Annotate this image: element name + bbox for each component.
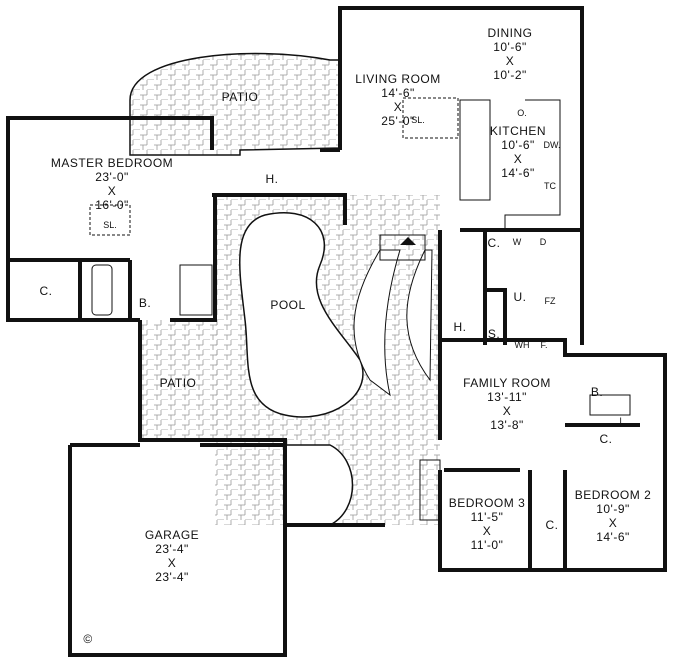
bath-2-closet-label: C. — [599, 432, 613, 446]
oven-label: O. — [517, 108, 527, 118]
dishwasher-label: DW. — [543, 140, 561, 150]
kitchen-closet-label: C. — [487, 236, 501, 250]
patio-top-label: PATIO — [221, 90, 259, 104]
washer-label: W — [512, 237, 522, 247]
patio-court-label: PATIO — [159, 376, 197, 390]
bath-2-label: B. — [590, 385, 604, 399]
pool-outline — [239, 212, 364, 418]
hall-top-label: H. — [265, 172, 279, 186]
fireplace-icon — [400, 237, 416, 245]
linen-label: L — [619, 416, 625, 426]
walls — [6, 6, 667, 657]
water-heater-label: WH — [514, 340, 530, 350]
sliding-door-master-label: SL. — [103, 220, 117, 230]
trash-compactor-label: TC — [544, 181, 556, 191]
furnace-label: F. — [540, 340, 548, 350]
pool-label: POOL — [270, 298, 306, 312]
sliding-door-living-label: SL. — [411, 115, 425, 125]
bedroom-3-closet-label: C. — [545, 518, 559, 532]
utility-label: U. — [513, 290, 527, 304]
master-bath-label: B. — [138, 296, 152, 310]
hall-right-label: H. — [453, 320, 467, 334]
master-closet-label: C. — [39, 284, 53, 298]
storage-label: S. — [487, 327, 501, 341]
dryer-label: D — [539, 237, 547, 247]
patio-top-area — [129, 52, 341, 156]
copyright-mark: © — [83, 632, 93, 646]
freezer-label: FZ — [544, 296, 556, 306]
